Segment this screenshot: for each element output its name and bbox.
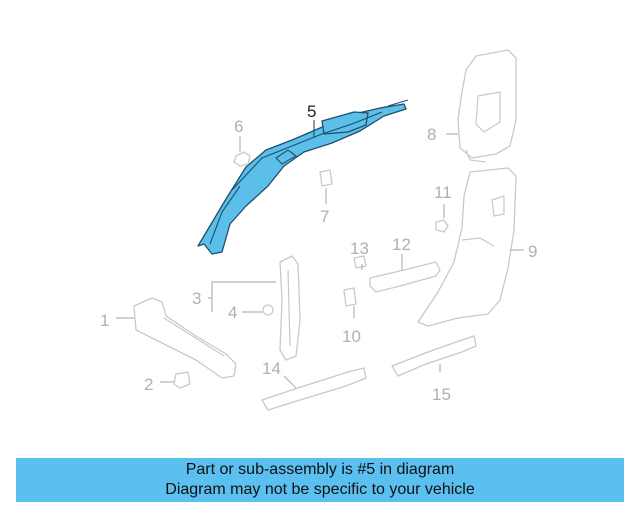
part-14-sill-plate[interactable] <box>261 367 367 411</box>
callout-10: 10 <box>342 327 361 346</box>
part-8-upper-b-pillar-trim[interactable] <box>457 49 517 163</box>
callout-9: 9 <box>528 242 537 261</box>
part-12-trim-strip[interactable] <box>369 261 441 293</box>
part-5-a-pillar-trim[interactable] <box>197 99 409 255</box>
banner-line-1: Part or sub-assembly is #5 in diagram <box>185 461 455 478</box>
part-4-screw[interactable] <box>262 304 274 316</box>
part-15-rear-sill-plate[interactable] <box>391 335 477 377</box>
part-13-clip[interactable] <box>353 255 367 269</box>
callout-12: 12 <box>392 235 411 254</box>
callout-5: 5 <box>307 102 316 121</box>
info-banner: Part or sub-assembly is #5 in diagram Di… <box>16 458 624 502</box>
part-11-clip[interactable] <box>435 219 449 233</box>
banner-line-2: Diagram may not be specific to your vehi… <box>165 481 475 498</box>
callout-3: 3 <box>192 289 201 308</box>
callout-15: 15 <box>432 385 451 404</box>
part-1-scuff-plate[interactable] <box>133 297 237 379</box>
callout-2: 2 <box>144 375 153 394</box>
leader-lines <box>116 120 524 389</box>
callout-4: 4 <box>228 303 237 322</box>
callout-8: 8 <box>427 125 436 144</box>
callout-1: 1 <box>100 311 109 330</box>
part-10-clip[interactable] <box>343 287 357 307</box>
parts-diagram: 1 2 3 4 5 6 7 8 9 10 11 12 13 14 15 <box>100 49 537 411</box>
callout-11: 11 <box>434 183 452 202</box>
callout-6: 6 <box>234 117 243 136</box>
part-7-clip[interactable] <box>319 169 333 187</box>
callout-14: 14 <box>262 359 281 378</box>
callout-7: 7 <box>320 207 329 226</box>
part-2-clip[interactable] <box>173 371 191 389</box>
part-6-clip[interactable] <box>233 151 251 167</box>
part-9-lower-b-pillar-trim[interactable] <box>417 167 517 327</box>
part-3-pillar-panel[interactable] <box>279 255 301 361</box>
callout-13: 13 <box>350 239 369 258</box>
callout-labels: 1 2 3 4 5 6 7 8 9 10 11 12 13 14 15 <box>100 102 537 404</box>
